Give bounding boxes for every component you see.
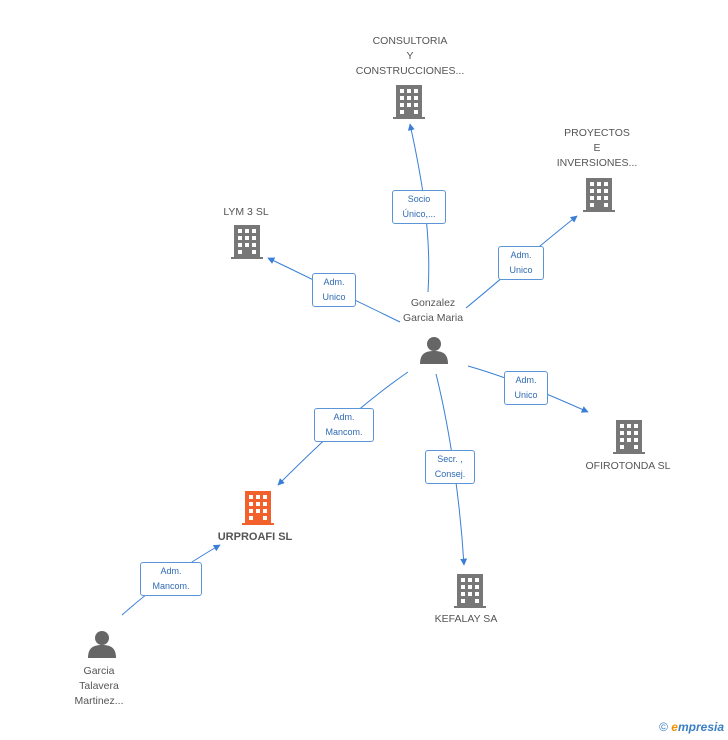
node-label-line: Garcia Maria: [402, 312, 464, 324]
edge-label-line: Socio: [407, 194, 431, 204]
building-icon[interactable]: [242, 491, 274, 525]
edge-label-line: Consej.: [434, 469, 466, 479]
edge-label-adm-lym3[interactable]: Adm. Unico: [312, 273, 356, 307]
building-icon[interactable]: [583, 178, 615, 212]
node-label-line: URPROAFI SL: [217, 531, 293, 543]
brand-logo-text: mpresia: [677, 720, 724, 734]
building-icon[interactable]: [454, 574, 486, 608]
node-label-consultoria[interactable]: CONSULTORIA Y CONSTRUCCIONES...: [340, 34, 480, 79]
node-label-urproafi[interactable]: URPROAFI SL: [205, 530, 305, 545]
edge-label-secr[interactable]: Secr. , Consej.: [425, 450, 475, 484]
edge-label-line: Unico: [322, 292, 346, 302]
node-label-gonzalez[interactable]: Gonzalez Garcia Maria: [373, 296, 493, 326]
node-label-ofirotonda[interactable]: OFIROTONDA SL: [578, 459, 678, 474]
edge-label-socio[interactable]: Socio Único,...: [392, 190, 446, 224]
node-label-line: INVERSIONES...: [556, 157, 638, 169]
person-icon[interactable]: [88, 631, 116, 658]
edge-label-adm-proyectos[interactable]: Adm. Unico: [498, 246, 544, 280]
node-label-line: KEFALAY SA: [434, 613, 498, 625]
node-label-proyectos[interactable]: PROYECTOS E INVERSIONES...: [537, 126, 657, 171]
edge-label-line: Unico: [509, 265, 533, 275]
node-label-lym3[interactable]: LYM 3 SL: [196, 205, 296, 220]
building-icon[interactable]: [231, 225, 263, 259]
node-label-line: Talavera: [79, 680, 119, 692]
node-label-line: Martinez...: [74, 695, 124, 707]
node-label-garcia[interactable]: Garcia Talavera Martinez...: [49, 664, 149, 709]
node-label-line: CONSULTORIA: [372, 35, 448, 47]
edge-label-line: Adm.: [510, 250, 532, 260]
edge-label-line: Mancom.: [325, 427, 363, 437]
edge-label-line: Secr. ,: [437, 454, 463, 464]
edge-label-mancom-garcia[interactable]: Adm. Mancom.: [140, 562, 202, 596]
edge-label-line: Adm.: [323, 277, 345, 287]
building-icon[interactable]: [393, 85, 425, 119]
edge-label-line: Adm.: [515, 375, 537, 385]
node-label-line: Y: [406, 50, 414, 62]
node-label-line: PROYECTOS: [564, 127, 630, 139]
brand-logo-e: e: [671, 720, 678, 734]
edge-label-line: Mancom.: [152, 581, 190, 591]
building-icon[interactable]: [613, 420, 645, 454]
node-label-line: OFIROTONDA SL: [585, 460, 671, 472]
node-label-kefalay[interactable]: KEFALAY SA: [416, 612, 516, 627]
node-label-line: Garcia: [83, 665, 115, 677]
edge-label-line: Adm.: [333, 412, 355, 422]
edge-label-line: Único,...: [402, 209, 436, 219]
edge-label-adm-ofirotonda[interactable]: Adm. Unico: [504, 371, 548, 405]
edge-label-line: Unico: [514, 390, 538, 400]
copyright-symbol: ©: [659, 720, 668, 734]
node-label-line: E: [593, 142, 601, 154]
person-icon[interactable]: [420, 337, 448, 364]
node-label-line: LYM 3 SL: [223, 206, 269, 218]
edge-label-mancom-urproafi[interactable]: Adm. Mancom.: [314, 408, 374, 442]
edge-label-line: Adm.: [160, 566, 182, 576]
node-label-line: Gonzalez: [410, 297, 456, 309]
empresia-brand[interactable]: © empresia: [659, 720, 724, 734]
node-label-line: CONSTRUCCIONES...: [355, 65, 465, 77]
